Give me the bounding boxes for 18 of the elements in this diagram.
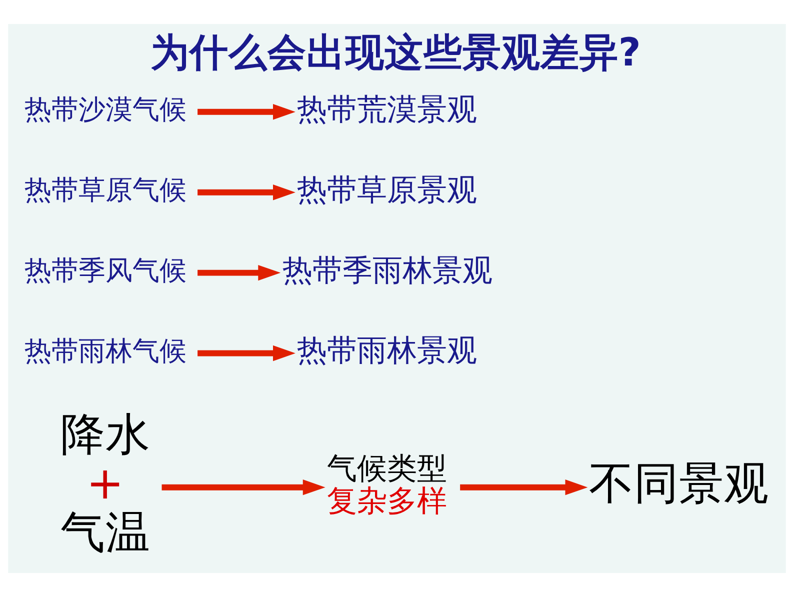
node-text: 热带草原景观 bbox=[297, 172, 478, 208]
arrow bbox=[162, 478, 326, 495]
node-text: 热带雨林气候 bbox=[24, 335, 187, 366]
arrow bbox=[198, 104, 296, 120]
node-text: 降水 + 气温 bbox=[60, 408, 150, 558]
arrow bbox=[198, 264, 281, 280]
arrow bbox=[198, 344, 296, 361]
node-text: 热带雨林景观 bbox=[297, 333, 478, 368]
node-text: 热带沙漠气候 bbox=[24, 94, 187, 125]
diagram-title: 为什么会出现这些景观差异? bbox=[150, 30, 641, 75]
node-text: 热带荒漠景观 bbox=[297, 92, 478, 127]
node-text: 热带季雨林景观 bbox=[282, 252, 492, 288]
node-text: 不同景观 bbox=[589, 457, 770, 510]
node-text: 热带季风气候 bbox=[24, 254, 187, 286]
arrow bbox=[198, 184, 296, 200]
node-text: 热带草原气候 bbox=[24, 174, 187, 206]
arrow bbox=[460, 478, 588, 495]
node-text: 气候类型 复杂多样 bbox=[326, 450, 447, 519]
